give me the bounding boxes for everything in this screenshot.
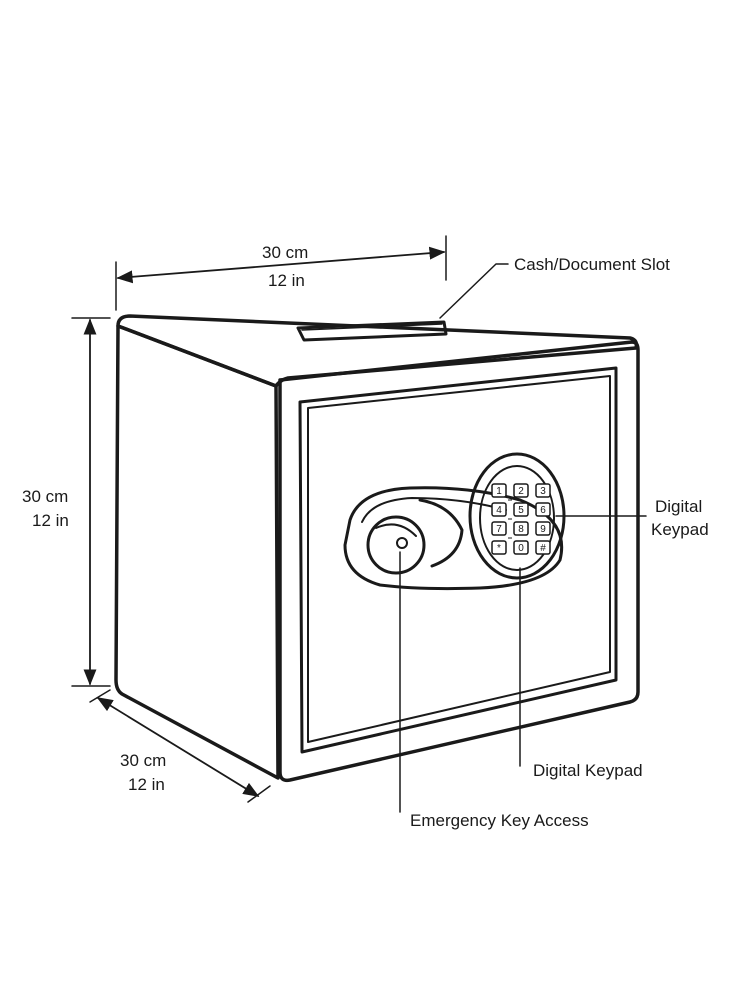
keypad-key: 2 [513,483,529,498]
keypad-key: 4 [491,502,507,517]
keypad-key: 9 [535,521,551,536]
keypad-key-label: 1 [496,486,502,497]
keypad-key-box [491,502,507,517]
keypad-key: * [491,540,507,555]
keypad-bottom-callout-label: Digital Keypad [533,761,643,780]
keypad-key-box [491,521,507,536]
keypad-key-box [491,483,507,498]
keypad-key-label: 0 [518,543,524,554]
keypad: 1 2 3 4 5 6 7 8 9 * 0 # [468,452,566,580]
keypad-key-box [535,502,551,517]
slot-callout-label: Cash/Document Slot [514,255,670,274]
keypad-key: 6 [535,502,551,517]
handle-knob-detail [375,523,417,537]
depth-imperial-label: 12 in [128,775,165,794]
safe-front-face [278,340,640,783]
depth-metric-label: 30 cm [120,751,166,770]
keypad-key-label: 6 [540,505,546,516]
cash-slot [296,320,448,342]
key-hole-icon [396,537,408,549]
handle-assembly [343,486,564,591]
keypad-key-label: 9 [540,524,546,535]
height-imperial-label: 12 in [32,511,69,530]
keypad-key-box [491,540,507,555]
width-imperial-label: 12 in [268,271,305,290]
keypad-key-label: 3 [540,486,546,497]
cash-slot-inner [301,323,443,331]
keypad-key-box [535,521,551,536]
keypad-key-box [535,483,551,498]
height-metric-label: 30 cm [22,487,68,506]
keypad-key-box [513,540,529,555]
handle-knob [366,515,426,575]
keypad-key-box [513,521,529,536]
keypad-key-label: # [540,543,546,554]
keypad-keys: 1 2 3 4 5 6 7 8 9 * 0 # [491,483,551,555]
safe-body [114,314,640,783]
safe-door-inner [307,375,611,743]
keypad-key-label: 5 [518,505,524,516]
depth-ext-right [247,785,271,803]
handle-plate [343,486,564,591]
keypad-side-callout-line2: Keypad [651,520,709,539]
keypad-ring-inner [479,465,555,571]
keypad-key-box [513,483,529,498]
keypad-key: # [535,540,551,555]
keypad-key: 1 [491,483,507,498]
keypad-key-label: 7 [496,524,502,535]
keypad-key-box [535,540,551,555]
depth-ext-left [89,689,111,703]
handle-lever [418,498,464,568]
keypad-key-label: 4 [496,505,502,516]
keypad-key-label: * [497,543,501,554]
safe-left-face [114,324,280,780]
emergency-key-callout-label: Emergency Key Access [410,811,589,830]
width-dimension-line [116,246,446,284]
keypad-key: 8 [513,521,529,536]
keypad-key: 7 [491,521,507,536]
keypad-key: 3 [535,483,551,498]
keypad-key-label: 8 [518,524,524,535]
slot-leader [439,263,509,319]
width-metric-label: 30 cm [262,243,308,262]
keypad-key-box [513,502,529,517]
keypad-side-callout-line1: Digital [655,497,702,516]
keypad-key: 0 [513,540,529,555]
keypad-key-label: 2 [518,486,524,497]
keypad-key: 5 [513,502,529,517]
safe-door-outer [298,366,618,754]
depth-dimension-line [96,697,260,797]
